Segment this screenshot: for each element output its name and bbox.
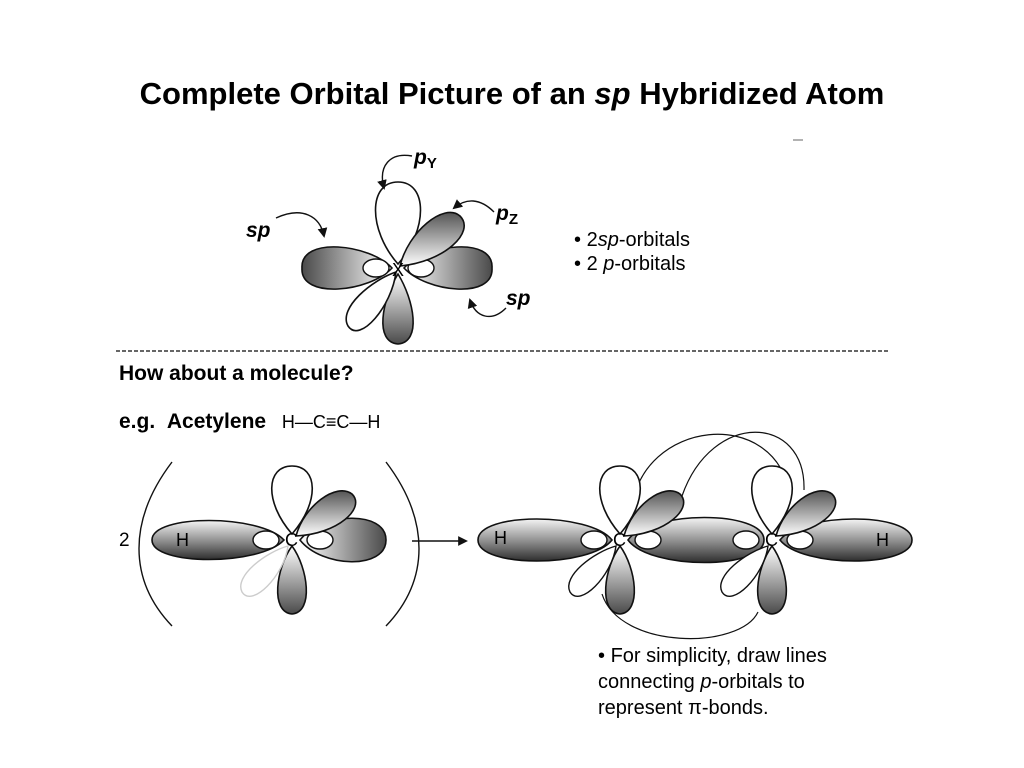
eg-label: e.g.: [119, 410, 156, 433]
product-h-c-left-lobe: [477, 518, 614, 562]
note-text-1: For simplicity, draw lines: [610, 645, 827, 667]
rest: -orbitals: [618, 229, 690, 251]
title-emph: sp: [594, 76, 631, 111]
arrow-pz: [452, 199, 495, 213]
note-line-3: represent π-bonds.: [598, 697, 769, 719]
bullet: •: [598, 645, 606, 667]
note-text-2a: connecting: [598, 671, 695, 693]
product-acetylene: H C C H: [477, 431, 913, 640]
product-label-c1: C: [613, 530, 626, 550]
note-line-2: connecting p-orbitals to: [598, 669, 827, 695]
right-paren: [385, 461, 420, 627]
pz-orbital-lower-lobe: [345, 270, 397, 332]
arrow-py: [377, 154, 413, 190]
pz-orbital-upper-lobe: [398, 211, 465, 267]
title-part2: Hybridized Atom: [639, 76, 885, 111]
molecule-formula: H—C≡C—H: [281, 412, 381, 432]
arrow-sp-left: [275, 212, 328, 238]
note-text-2c: -orbitals to: [711, 671, 805, 693]
note-line-1: • For simplicity, draw lines: [598, 643, 827, 669]
c1-p-top-lobe: [599, 465, 641, 536]
reactant-pz-lower-lobe: [240, 545, 289, 597]
c2-p-bottom-lobe: [756, 544, 788, 615]
molecule-heading: How about a molecule?: [119, 362, 354, 385]
product-label-c2: C: [765, 530, 778, 550]
reactant-p-bottom-lobe: [276, 544, 308, 615]
label-sp-right: sp: [506, 287, 531, 310]
reactant-label-h: H: [176, 530, 189, 550]
reactant-p-top-lobe: [271, 465, 313, 536]
bullet: •: [574, 229, 582, 251]
sp-orbital-left-lobe: [301, 246, 394, 290]
c1-pz-lower-lobe: [568, 545, 617, 597]
reaction-coefficient: 2: [119, 530, 130, 551]
bullet: •: [574, 253, 582, 275]
c2-p-top-lobe: [751, 465, 793, 536]
summary-sp-orbitals: • 2sp-orbitals: [574, 228, 690, 252]
product-label-h2: H: [876, 530, 889, 550]
sp-atom: X: [301, 181, 493, 345]
simplicity-note: • For simplicity, draw lines connecting …: [598, 643, 827, 721]
arrow-sp-right: [467, 298, 507, 318]
atom-center-label: X: [392, 260, 404, 280]
count: 2: [586, 253, 598, 275]
product-label-h1: H: [494, 528, 507, 548]
emph: sp: [597, 229, 619, 251]
summary-p-orbitals: • 2 p-orbitals: [574, 252, 686, 276]
note-text-2b: p: [700, 671, 712, 693]
example-line: e.g. Acetylene H—C≡C—H: [119, 410, 380, 434]
left-paren: [138, 461, 173, 627]
title-part1: Complete Orbital Picture of an: [139, 76, 586, 111]
count: 2: [586, 229, 598, 251]
reactant-small-lobe-left: [252, 530, 280, 550]
product-small-lobe-3: [732, 530, 760, 550]
h-c-sigma-lobe: [151, 519, 286, 561]
pi-bond-line-upper: [631, 433, 791, 511]
label-sp-left: sp: [246, 219, 271, 242]
c2-pz-lower-lobe: [720, 545, 769, 597]
c1-p-bottom-lobe: [604, 544, 636, 615]
page-title: Complete Orbital Picture of an sp Hybrid…: [0, 76, 1024, 112]
sp-orbital-left-small-lobe: [362, 258, 390, 278]
reactant-ch-fragment: H C: [138, 461, 420, 627]
reactant-label-c: C: [285, 530, 298, 550]
label-pz: pZ: [495, 202, 518, 228]
c1-pz-upper-lobe: [622, 490, 685, 537]
rest: -orbitals: [614, 253, 686, 275]
product-small-lobe-1: [580, 530, 608, 550]
label-py: pY: [413, 146, 437, 172]
pi-bond-line-upper-2: [681, 431, 805, 497]
reactant-pz-upper-lobe: [294, 490, 357, 537]
c2-pz-upper-lobe: [774, 490, 837, 537]
molecule-name: Acetylene: [166, 410, 267, 433]
emph: p: [603, 253, 615, 275]
